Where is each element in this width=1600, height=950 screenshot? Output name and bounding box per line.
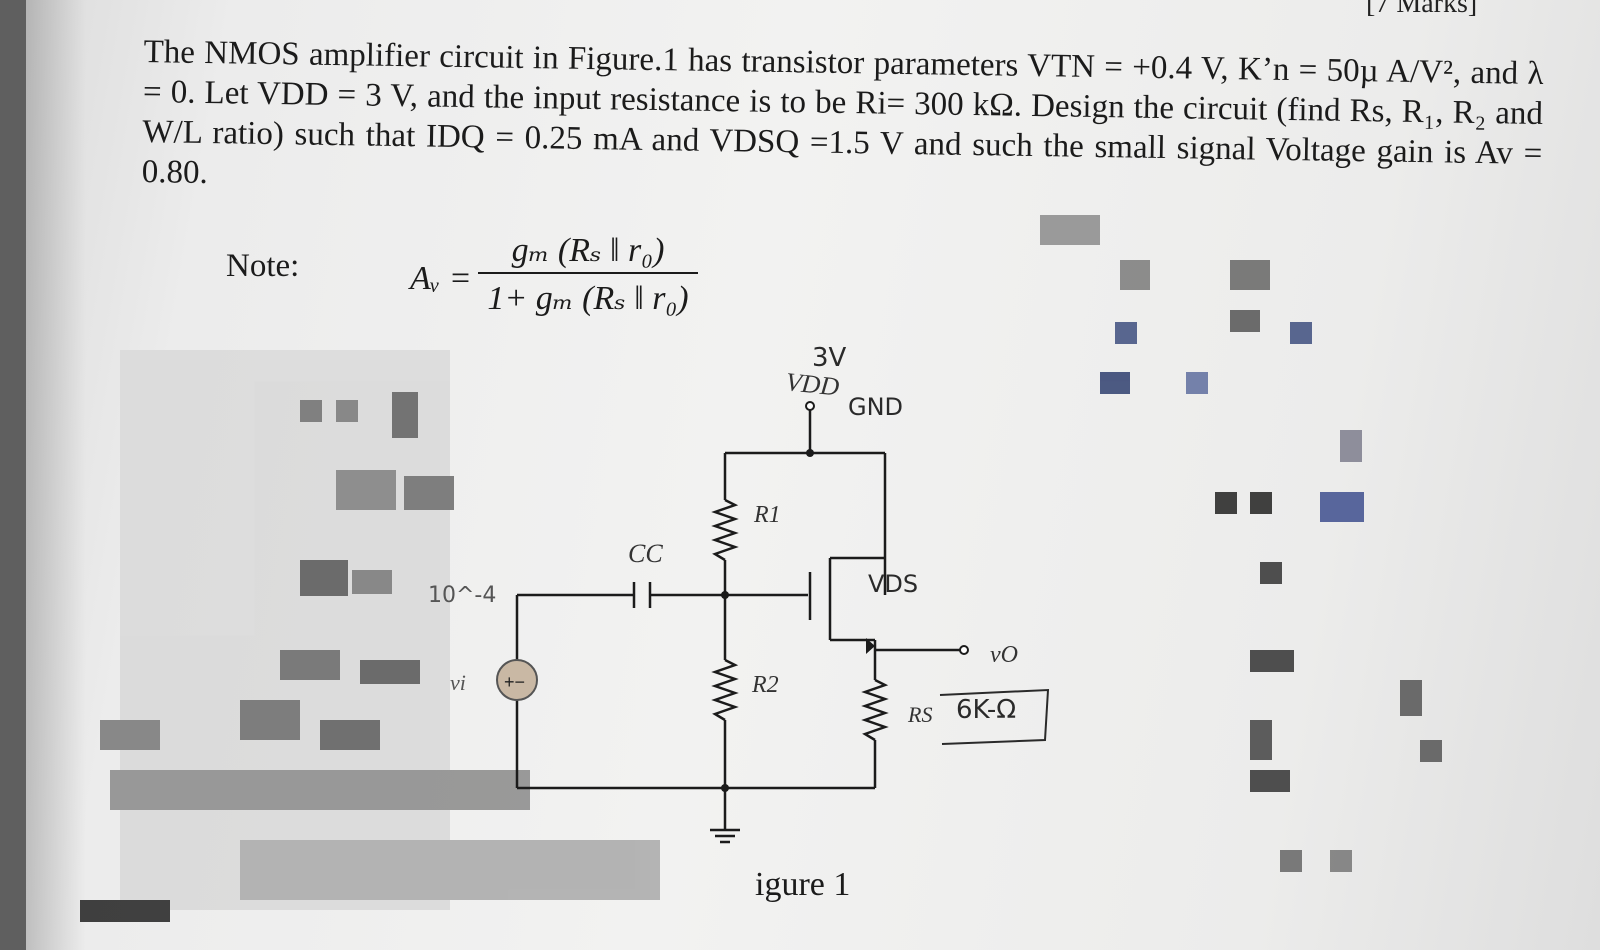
- node-gate: [721, 591, 729, 599]
- pixelation-blocks: [80, 215, 1442, 922]
- handwritten-vds: VDS: [868, 570, 918, 598]
- note-label: Note:: [226, 248, 300, 284]
- cc-label: CC: [628, 539, 663, 568]
- formula-numerator: gₘ (Rₛ ‖ r₀): [511, 232, 665, 269]
- resistor-r2-symbol: [711, 658, 739, 722]
- marks-label: [7 Marks]: [1366, 0, 1478, 19]
- page-edge-shadow: [26, 0, 86, 950]
- resistor-rs-symbol: [861, 678, 889, 742]
- vdd-label: VDD: [784, 367, 840, 401]
- rs-label: RS: [907, 702, 932, 727]
- formula-lhs: Aᵥ =: [410, 260, 472, 297]
- r1-label: R1: [753, 502, 781, 528]
- drain-arrow-icon: [866, 638, 875, 654]
- vdd-terminal: [805, 401, 815, 411]
- vo-terminal: [959, 645, 969, 655]
- node-bottom: [721, 784, 729, 792]
- r2-label: R2: [751, 672, 779, 698]
- vo-label: vO: [990, 642, 1018, 668]
- handwritten-vi-note: 10^-4: [428, 583, 496, 608]
- node-top: [806, 449, 814, 457]
- handwritten-3v: 3V: [812, 343, 847, 373]
- resistor-r1-symbol: [711, 498, 739, 562]
- source-sign: +−: [504, 672, 525, 692]
- handwritten-rs-value: 6K-Ω: [956, 695, 1016, 725]
- vi-label: vi: [450, 670, 466, 695]
- formula-fraction: gₘ (Rₛ ‖ r₀) 1+ gₘ (Rₛ ‖ r₀): [478, 230, 698, 318]
- voltage-source-symbol: [496, 659, 538, 701]
- handwritten-gnd: GND: [848, 393, 903, 421]
- fraction-bar: [478, 272, 698, 274]
- formula-denominator: 1+ gₘ (Rₛ ‖ r₀): [487, 280, 689, 317]
- circuit-wires: [515, 408, 960, 844]
- rs-value-box: [939, 688, 1050, 745]
- figure-caption: igure 1: [755, 866, 851, 903]
